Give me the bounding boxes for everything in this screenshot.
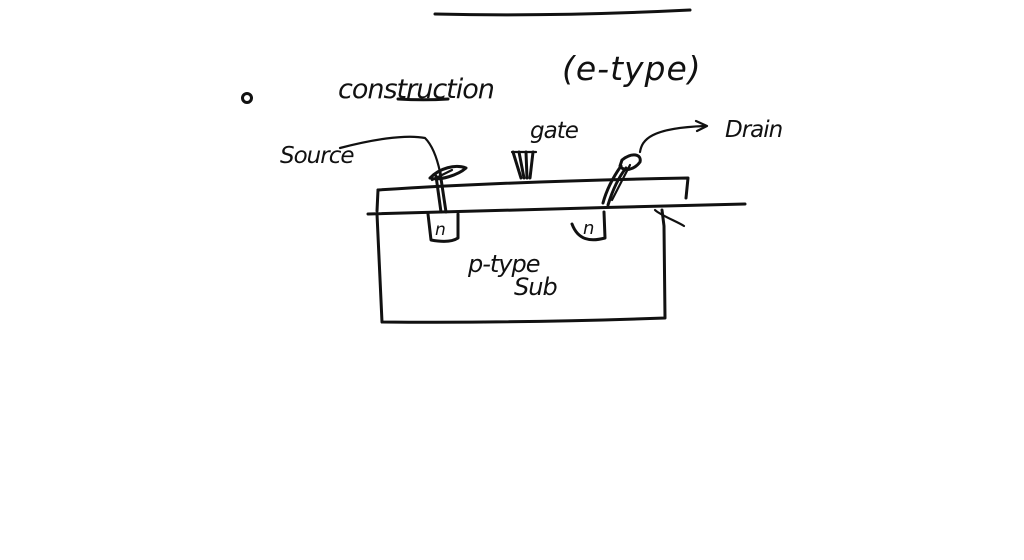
- substrate-right-tick: [653, 208, 686, 228]
- drain-label: Drain: [725, 117, 783, 143]
- substrate-label-line1: p-type: [467, 250, 540, 278]
- n-region-left-label: n: [435, 220, 446, 240]
- oxide-layer: [376, 176, 690, 200]
- oxide-left-edge: [375, 188, 380, 213]
- n-region-left: [426, 212, 460, 243]
- substrate-top-line: [366, 202, 747, 216]
- n-region-right: [570, 210, 607, 242]
- type-label: (e-type): [562, 49, 702, 88]
- substrate-label-line2: Sub: [514, 273, 557, 301]
- source-lead-line: [338, 135, 442, 174]
- top-rule-line: [433, 8, 692, 17]
- gate-label: gate: [530, 118, 579, 144]
- gate-contact: [510, 150, 538, 180]
- heading-underline: [396, 97, 450, 102]
- p-substrate-body: [375, 208, 667, 324]
- source-contact: [428, 164, 468, 214]
- drain-contact: [601, 153, 642, 207]
- drain-lead-arrow: [638, 124, 707, 154]
- n-region-right-label: n: [583, 218, 594, 239]
- bullet-dot: [241, 92, 253, 104]
- drain-arrow-head: [694, 119, 709, 133]
